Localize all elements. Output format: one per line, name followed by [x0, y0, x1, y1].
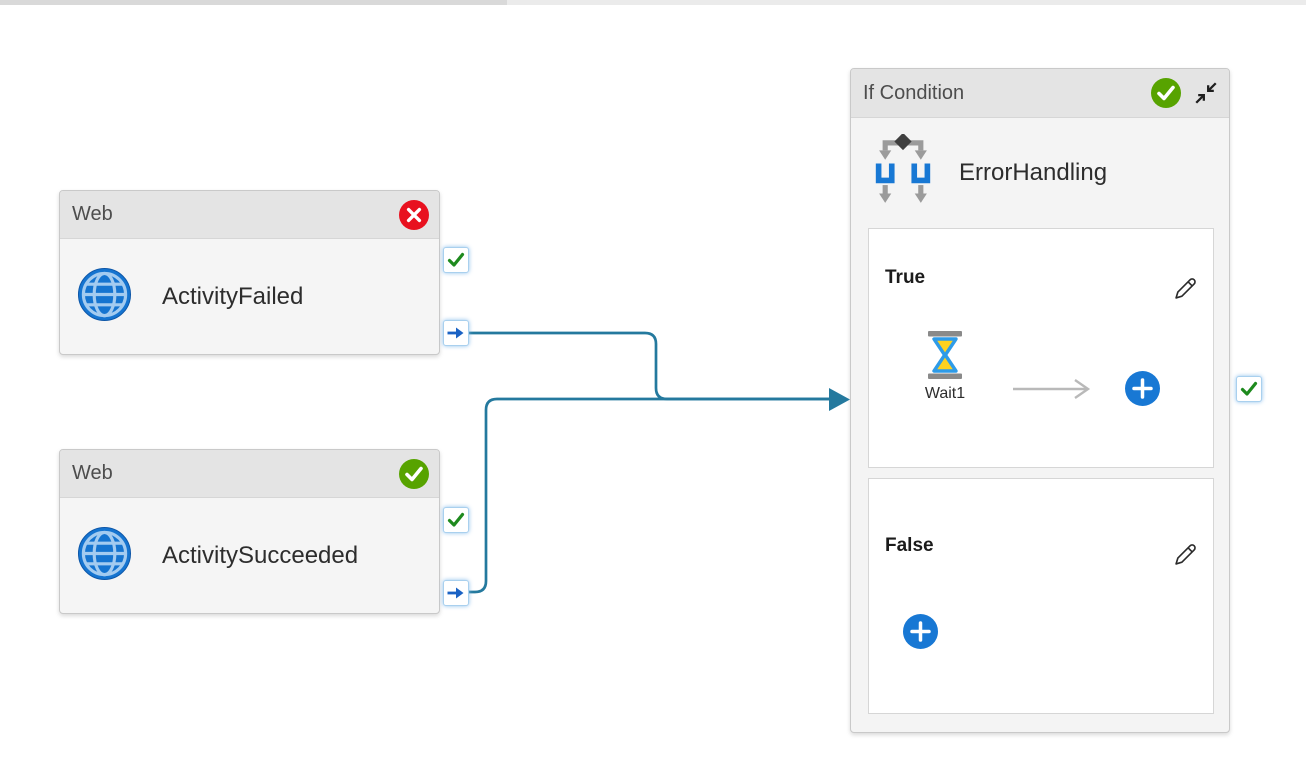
activity-card-if-condition[interactable]: If Condition	[850, 68, 1230, 733]
next-activity-port[interactable]	[443, 320, 469, 346]
success-output-port[interactable]	[443, 247, 469, 273]
activity-card-web-succeeded[interactable]: Web	[59, 449, 440, 614]
success-check-circle-icon	[1151, 78, 1181, 108]
next-activity-port[interactable]	[443, 580, 469, 606]
web-globe-icon	[77, 526, 132, 586]
check-icon	[447, 512, 465, 527]
pencil-icon	[1175, 544, 1196, 565]
edit-false-activities-button[interactable]	[1171, 539, 1201, 569]
activity-card-header: Web	[60, 450, 439, 498]
edit-true-activities-button[interactable]	[1171, 273, 1201, 303]
error-x-circle-icon	[399, 199, 429, 230]
arrow-right-icon	[447, 327, 464, 339]
activity-card-body: ActivitySucceeded	[60, 498, 439, 613]
add-activity-button[interactable]	[903, 614, 938, 649]
horizontal-scrollbar-thumb[interactable]	[0, 0, 507, 5]
true-branch-panel: True Wait1	[868, 228, 1214, 468]
check-icon	[447, 252, 465, 267]
if-condition-title-row: ErrorHandling	[851, 119, 1229, 227]
false-branch-label: False	[885, 535, 934, 556]
wait-activity-name: Wait1	[924, 385, 966, 402]
activity-card-header: Web	[60, 191, 439, 239]
success-output-port[interactable]	[1236, 376, 1262, 402]
if-condition-icon	[873, 132, 933, 213]
wait-activity-node[interactable]: Wait1	[913, 331, 977, 403]
collapse-arrows-icon	[1195, 82, 1217, 104]
success-check-circle-icon	[399, 458, 429, 489]
horizontal-scrollbar-track	[0, 0, 1306, 5]
false-branch-panel: False	[868, 478, 1214, 714]
true-branch-label: True	[885, 267, 926, 288]
connector-succeeded-to-if[interactable]	[469, 397, 829, 594]
activity-card-web-failed[interactable]: Web	[59, 190, 440, 355]
activity-type-label: If Condition	[863, 81, 965, 104]
activity-name: ActivityFailed	[162, 282, 304, 310]
connector-arrowhead	[829, 388, 850, 411]
add-activity-button[interactable]	[1125, 371, 1160, 406]
pencil-icon	[1175, 278, 1196, 299]
hourglass-icon	[925, 331, 965, 383]
connector-failed-to-if[interactable]	[469, 331, 829, 401]
activity-name: ActivitySucceeded	[162, 541, 359, 569]
arrow-right-icon	[447, 587, 464, 599]
check-icon	[1240, 381, 1258, 396]
activity-card-header: If Condition	[851, 69, 1229, 118]
web-globe-icon	[77, 267, 132, 327]
activity-name: ErrorHandling	[959, 159, 1108, 186]
activity-type-label: Web	[72, 203, 113, 225]
flow-arrow-icon	[1011, 377, 1101, 406]
collapse-button[interactable]	[1193, 80, 1219, 106]
activity-type-label: Web	[72, 462, 113, 484]
success-output-port[interactable]	[443, 507, 469, 533]
activity-card-body: ActivityFailed	[60, 239, 439, 354]
